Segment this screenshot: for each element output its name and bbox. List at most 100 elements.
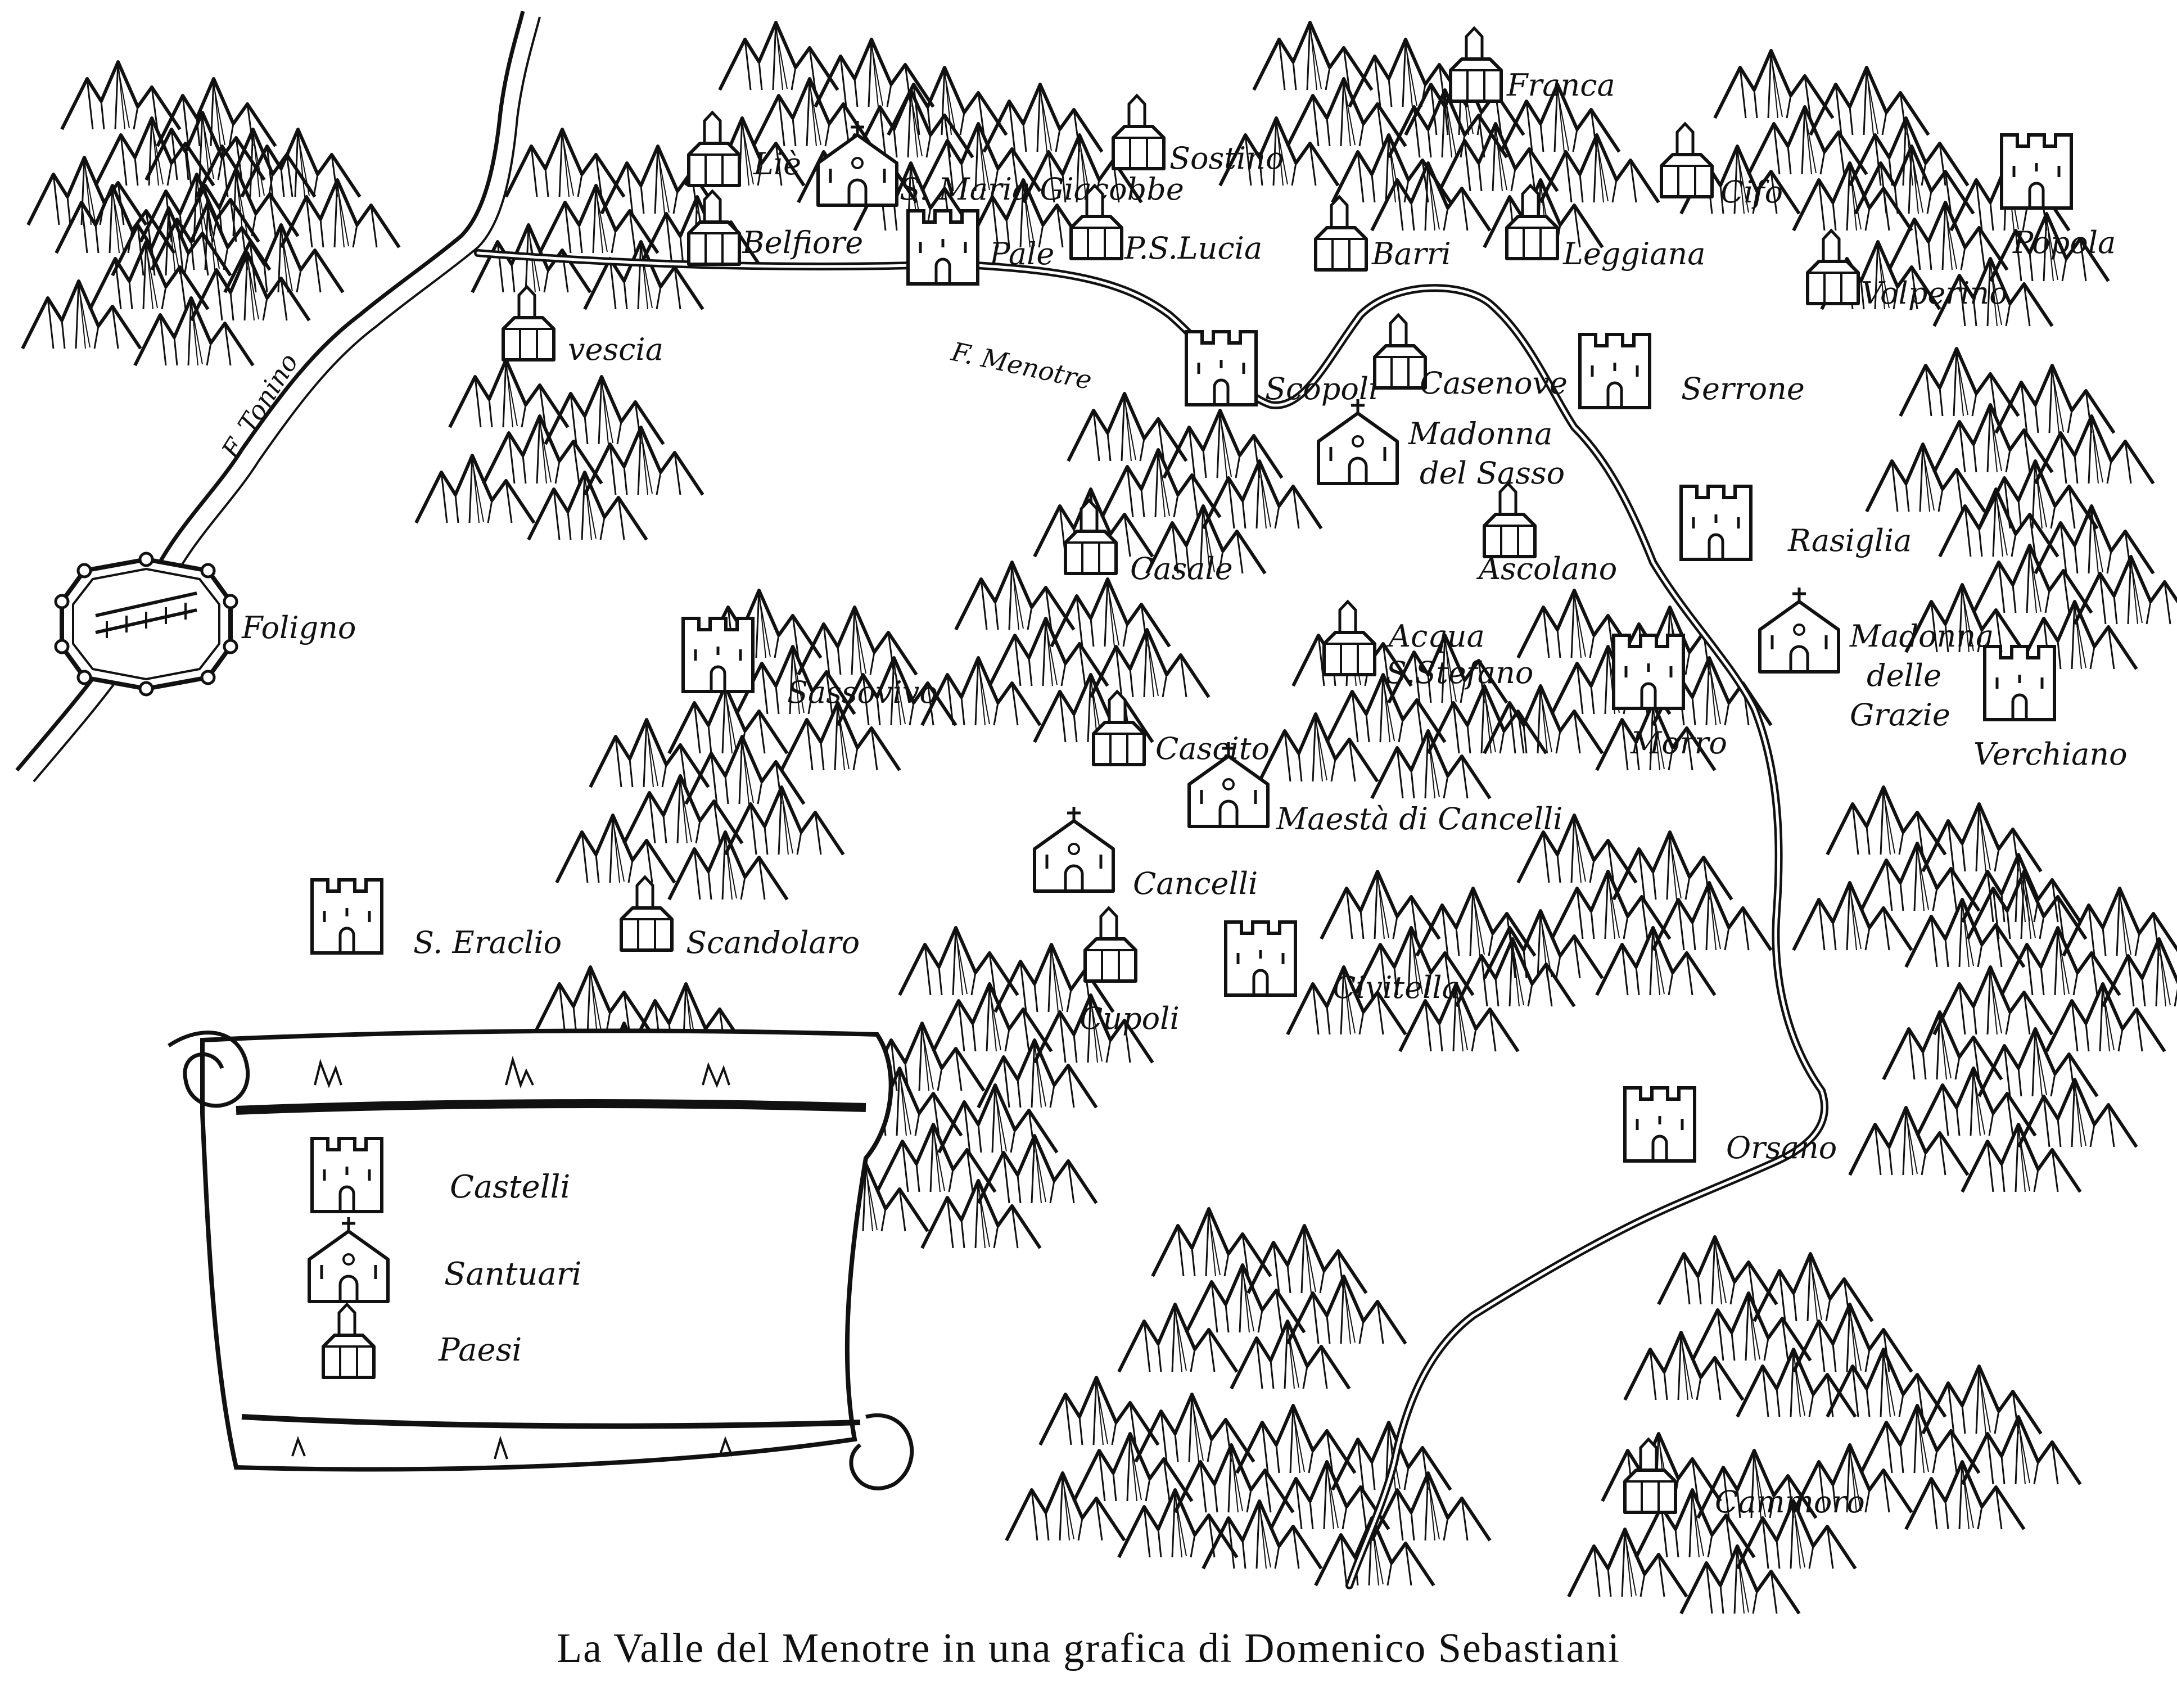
castle-icon [683,618,753,692]
place-sostino: Sostino [1113,96,1284,176]
place-label-leggiana: Leggiana [1562,236,1705,272]
place-label-serrone: Serrone [1681,371,1805,406]
castle-icon [1614,635,1683,708]
village-icon [1065,500,1116,573]
castle-icon [1681,486,1751,559]
legend-label-santuari: Santuari [444,1256,581,1293]
river-label-menotre: F. Menotre [949,336,1095,396]
village-icon [1113,96,1164,169]
place-label-cascito: Cascito [1155,731,1270,766]
village-icon [1507,186,1557,259]
place-label-orsano: Orsano [1726,1130,1837,1165]
place-label-casale: Casale [1130,551,1233,586]
place-franca: Franca [1451,28,1615,103]
village-icon [1625,1439,1675,1512]
place-label-ascolano: Ascolano [1476,551,1617,586]
sanctuary-icon [1760,588,1839,672]
castle-icon [1226,922,1295,995]
place-label-scandolaro: Scandolaro [686,925,860,960]
place-ps-lucia: P.S.Lucia [1071,186,1262,266]
village-icon [1324,602,1375,675]
place-scandolaro: Scandolaro [621,877,860,960]
place-belfiore: Belfiore [689,191,863,264]
castle-icon [908,211,978,284]
castle-icon [312,1138,382,1212]
village-icon [1375,315,1425,388]
legend-label-castelli: Castelli [450,1169,570,1205]
place-label-barri: Barri [1371,236,1451,272]
place-label-lie: Liè [753,146,801,182]
castle-icon [2002,135,2071,208]
place-orsano: Orsano [1625,1088,1837,1165]
place-civitella: Civitella [1226,922,1460,1005]
river-label-tonino: F. Tonino [215,348,304,465]
place-label-vescia: vescia [568,332,663,367]
place-label-sostino: Sostino [1169,141,1284,176]
place-lie: Liè [689,112,801,186]
place-cancelli: Cancelli [1035,807,1258,901]
river-menotre [474,249,1828,1589]
castle-icon [1186,332,1256,405]
village-icon [1316,197,1366,270]
place-label-cammoro: Cammoro [1715,1484,1865,1520]
place-label-morro: Morro [1630,725,1727,761]
place-casenove: Casenove [1375,315,1568,401]
place-label-maesta-di-cancelli: Maestà di Cancelli [1276,801,1563,837]
village-icon [1085,908,1136,981]
village-icon [1808,231,1858,304]
village-icon [1661,124,1712,197]
place-label-rasiglia: Rasiglia [1787,523,1912,558]
place-label-cupoli: Cupoli [1080,1001,1180,1036]
place-cammoro: Cammoro [1625,1439,1865,1520]
place-label-sassovivo: Sassovivo [787,675,938,710]
village-icon [503,287,554,360]
place-label-belfiore: Belfiore [742,225,863,260]
place-serrone: Serrone [1580,335,1805,408]
place-label-scopoli: Scopoli [1265,371,1378,406]
place-sassovivo: Sassovivo [683,618,938,710]
place-label-cancelli: Cancelli [1133,866,1258,901]
place-label-pale: Pale [989,236,1054,272]
place-label-verchiano: Verchiano [1973,736,2128,772]
place-vescia: vescia [503,287,663,367]
village-icon [621,877,672,950]
place-s-eraclio: S. Eraclio [312,880,562,960]
foligno-city [54,552,238,697]
place-casale: Casale [1065,500,1233,586]
place-label-civitella: Civitella [1333,970,1460,1005]
village-icon [689,112,739,186]
place-label-casenove: Casenove [1420,365,1568,401]
place-maesta-di-cancelli: Maestà di Cancelli [1189,742,1563,837]
place-label-cifo: Cifo [1720,174,1783,210]
place-label-popola: Popola [2012,225,2116,260]
sanctuary-icon [1035,807,1113,891]
sanctuary-icon [818,121,897,205]
place-volperino: Volperino [1808,231,2008,311]
place-cupoli: Cupoli [1080,908,1180,1036]
legend-label-paesi: Paesi [438,1332,522,1368]
place-pale: Pale [908,211,1054,284]
place-morro: Morro [1614,635,1727,761]
castle-icon [1580,335,1650,408]
place-barri: Barri [1316,197,1451,272]
castle-icon [1985,647,2054,720]
castle-icon [1625,1088,1695,1161]
place-ascolano: Ascolano [1476,484,1617,586]
legend-scroll: Castelli Santuari Paesi [168,1028,914,1490]
place-rasiglia: Rasiglia [1681,486,1912,559]
place-label-volperino: Volperino [1861,275,2008,311]
city-label-foligno: Foligno [241,610,356,645]
place-label-s-maria-giacobbe: S. Maria Giacobbe [900,171,1184,207]
castle-icon [312,880,382,953]
place-label-s-eraclio: S. Eraclio [413,925,562,960]
map-caption: La Valle del Menotre in una grafica di D… [556,1625,1621,1671]
place-cifo: Cifo [1661,124,1783,210]
